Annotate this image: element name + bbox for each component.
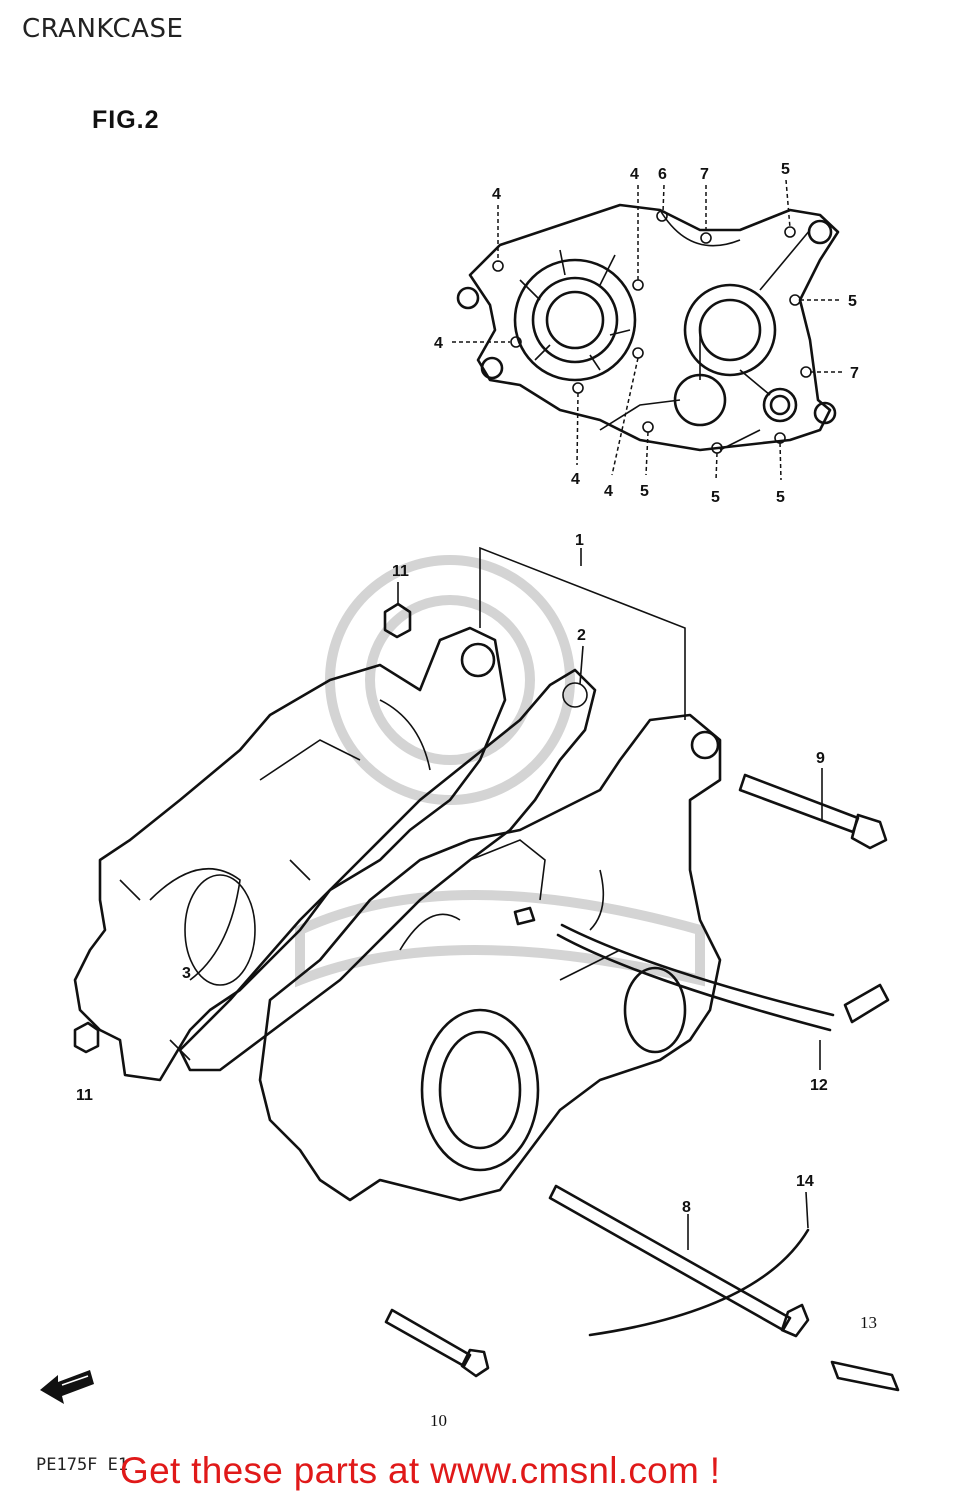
callout-top-5c: 5	[640, 483, 649, 500]
callout-1: 1	[575, 532, 584, 549]
callout-top-4a: 4	[492, 186, 501, 203]
callout-11b: 11	[76, 1087, 93, 1104]
callout-top-5d: 5	[711, 489, 720, 506]
top-cover-callouts: 4 4 6 7 5 5 4 7 4 4 5 5 5	[434, 161, 859, 506]
model-code: PE175F E1	[36, 1455, 129, 1475]
callout-top-5a: 5	[781, 161, 790, 178]
callout-3: 3	[182, 965, 191, 982]
callout-top-6: 6	[658, 166, 667, 183]
figure-label: FIG.2	[92, 106, 160, 134]
callout-8: 8	[682, 1199, 691, 1216]
callout-9: 9	[816, 750, 825, 767]
callout-top-7a: 7	[700, 166, 709, 183]
callout-top-4e: 4	[604, 483, 613, 500]
fwd-arrow-icon	[40, 1370, 94, 1404]
callout-10: 10	[430, 1411, 447, 1430]
callout-top-5b: 5	[848, 293, 857, 310]
crankcase-assembly-drawing	[73, 546, 900, 1392]
callout-top-7b: 7	[850, 365, 859, 382]
watermark-logo	[295, 555, 705, 988]
page-title: CRANKCASE	[22, 14, 184, 44]
callout-top-4b: 4	[630, 166, 639, 183]
callout-top-4c: 4	[434, 335, 443, 352]
callout-14: 14	[796, 1173, 814, 1190]
callout-top-4d: 4	[571, 471, 580, 488]
callout-13: 13	[860, 1313, 877, 1332]
promo-banner[interactable]: Get these parts at www.cmsnl.com !	[120, 1450, 721, 1491]
callout-11a: 11	[392, 563, 409, 580]
main-callouts: 1 2 11 9 3 11 12 14 8 13 10	[76, 532, 877, 1430]
crankcase-cover-drawing	[452, 179, 845, 481]
callout-2: 2	[577, 627, 586, 644]
callout-12: 12	[810, 1077, 828, 1094]
callout-top-5e: 5	[776, 489, 785, 506]
